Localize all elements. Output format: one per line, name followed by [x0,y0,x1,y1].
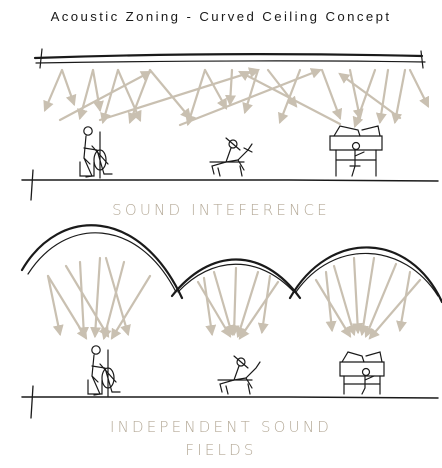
curved-ceiling-vaults [22,225,442,302]
cellist-figure [80,127,112,178]
pianist-figure-2 [340,352,384,394]
reflection-arrows-vault-right [316,258,420,338]
label-sound-interference: SOUND INTEFERENCE [0,201,442,219]
flat-ceiling [35,49,425,68]
label-independent-sound: INDEPENDENT SOUND [0,418,442,436]
seated-musician-figure [210,138,252,176]
cellist-figure-2 [88,346,120,396]
label-fields: FIELDS [0,441,442,459]
reflection-arrows-vault-middle [198,268,278,338]
pianist-figure [330,126,382,176]
reflection-arrows-interference [45,70,428,126]
seated-musician-figure-2 [218,356,260,394]
reflection-arrows-vault-left [48,258,150,338]
floor-line-2 [22,386,438,418]
